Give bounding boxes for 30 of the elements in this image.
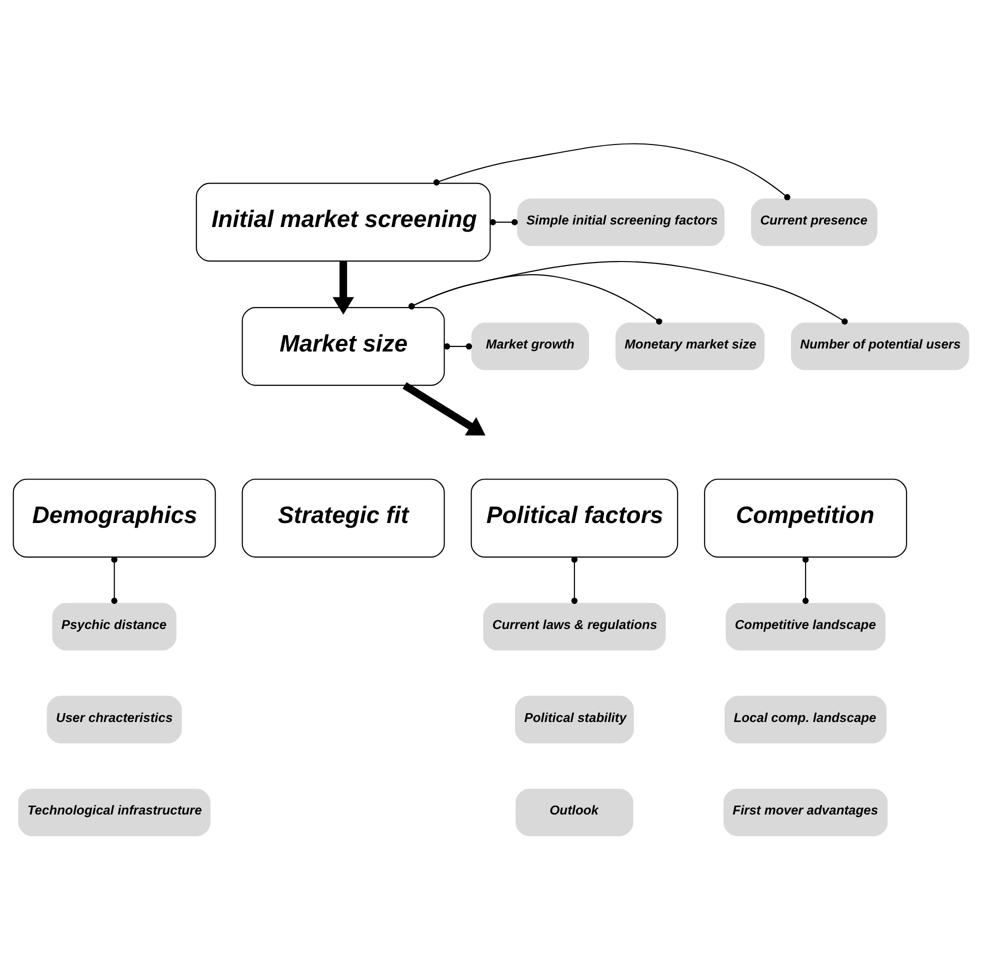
node-box: Outlook [515,788,633,836]
arrow [332,261,354,315]
node-box: First mover advantages [722,788,888,836]
connector [408,261,848,325]
node-box: Technological infrastructure [18,788,210,836]
connector [110,556,117,604]
node-box: Number of potential users [790,322,969,370]
node-box: Market growth [470,322,589,370]
connector [432,143,790,200]
arrow [402,382,485,436]
node-box: Competition [704,478,907,558]
connector [443,343,472,350]
node-box: Psychic distance [52,602,176,650]
node-box: Simple initial screening factors [516,198,724,246]
connector [570,556,578,604]
node-box: Demographics [12,478,216,558]
node-box: Monetary market size [614,322,764,370]
node-box: Political stability [514,696,634,744]
node-box: Competitive landscape [725,602,885,650]
node-box: Local comp. landscape [724,696,886,744]
node-box: User chracteristics [46,696,182,744]
node-box: Strategic fit [241,478,444,558]
connector [408,274,662,325]
node-box: Initial market screening [195,182,490,262]
node-box: Political factors [470,478,678,558]
connector [489,219,518,226]
node-box: Current laws & regulations [482,602,666,650]
node-box: Current presence [750,198,877,246]
connector [802,556,808,604]
node-box: Market size [241,306,444,386]
